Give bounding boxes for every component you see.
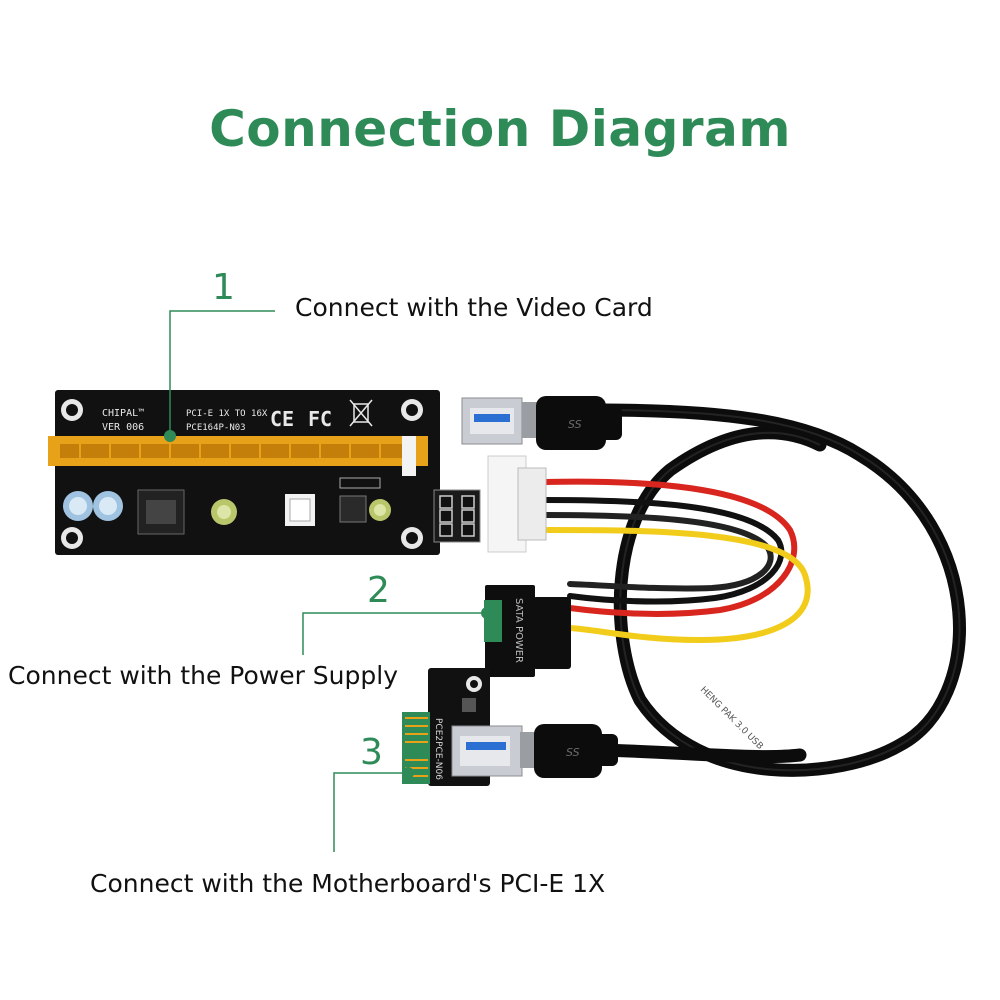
- usb-plug-bottom: SS: [520, 724, 618, 778]
- board-model-line1: PCI-E 1X TO 16X: [186, 409, 268, 419]
- ce-mark: CE: [270, 407, 294, 431]
- callout-dot-1: [164, 430, 176, 442]
- fc-mark: FC: [308, 407, 332, 431]
- callout-number-3: 3: [360, 732, 383, 773]
- sata-power-connector: SATA POWER: [484, 585, 571, 677]
- callout-label-3: Connect with the Motherboard's PCI-E 1X: [90, 869, 606, 898]
- board-version: VER 006: [102, 422, 144, 433]
- adapter-label: PCE2PCE-N06: [433, 718, 443, 780]
- power-wires: [542, 478, 811, 644]
- usb-ss-mark-bottom: SS: [566, 746, 580, 759]
- callout-dot-2: [481, 607, 493, 619]
- usb-plug-top: SS: [522, 396, 622, 450]
- pcie-1x-adapter: PCE2PCE-N06: [402, 668, 523, 786]
- callout-number-2: 2: [367, 570, 390, 611]
- callout-dot-3: [402, 767, 414, 779]
- riser-board: CHIPAL™ VER 006 PCI-E 1X TO 16X PCE164P-…: [48, 390, 547, 555]
- capacitors: [63, 491, 391, 525]
- callout-label-2: Connect with the Power Supply: [8, 661, 399, 690]
- callout-label-1: Connect with the Video Card: [295, 293, 653, 322]
- board-model-line2: PCE164P-N03: [186, 423, 246, 433]
- callout-lines: [169, 310, 487, 852]
- callout-number-1: 1: [212, 267, 235, 308]
- sata-label: SATA POWER: [513, 598, 524, 663]
- page-title: Connection Diagram: [209, 100, 791, 158]
- usb-cable-lower: [593, 743, 807, 764]
- usb-ss-mark: SS: [568, 418, 582, 431]
- weee-bin-icon: [349, 399, 373, 427]
- cable-print: HENG PAK 3.0 USB: [698, 685, 765, 752]
- board-brand: CHIPAL™: [102, 408, 144, 419]
